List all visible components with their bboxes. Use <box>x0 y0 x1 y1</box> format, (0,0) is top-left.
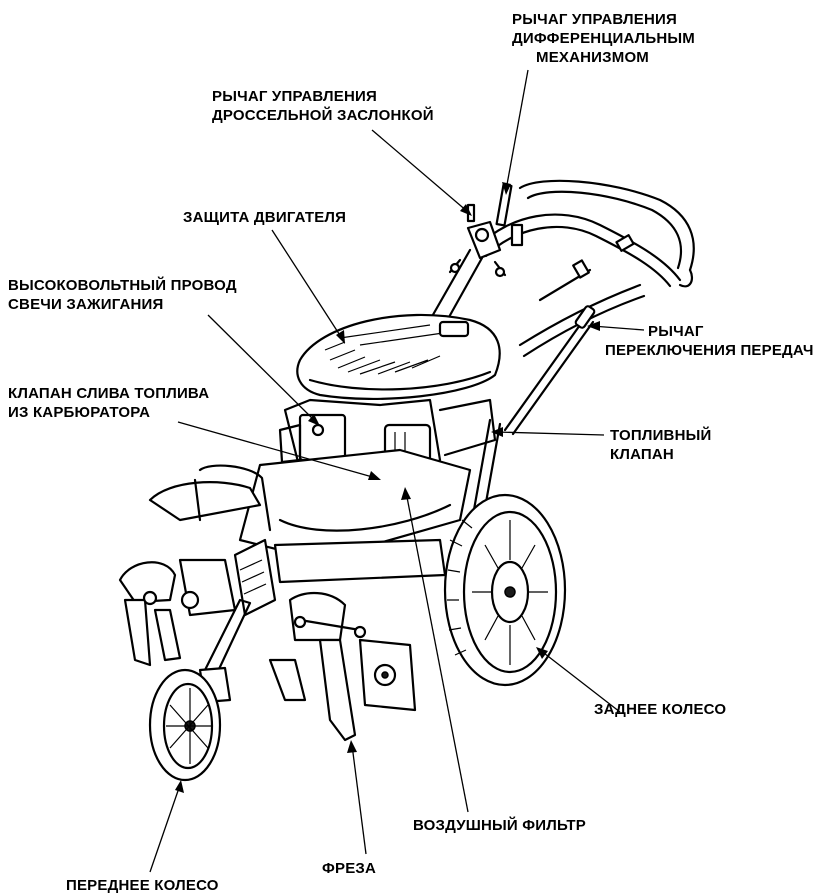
label-gear-lever-line2: ПЕРЕКЛЮЧЕНИЯ ПЕРЕДАЧ <box>605 342 814 359</box>
control-head <box>448 183 524 278</box>
label-carb-drain-line1: КЛАПАН СЛИВА ТОПЛИВА <box>8 385 209 402</box>
label-fuel-valve-line1: ТОПЛИВНЫЙ <box>610 426 711 444</box>
label-diff-lever-line3: МЕХАНИЗМОМ <box>536 49 649 66</box>
label-air-filter: ВОЗДУШНЫЙ ФИЛЬТР <box>413 816 586 834</box>
label-front-wheel: ПЕРЕДНЕЕ КОЛЕСО <box>66 877 219 894</box>
gear-shift-lever <box>503 305 596 436</box>
label-engine-guard: ЗАЩИТА ДВИГАТЕЛЯ <box>183 209 346 226</box>
label-tiller: ФРЕЗА <box>322 860 376 877</box>
leader-lines <box>149 69 645 873</box>
label-rear-wheel: ЗАДНЕЕ КОЛЕСО <box>594 701 726 718</box>
callout-labels: РЫЧАГ УПРАВЛЕНИЯ ДИФФЕРЕНЦИАЛЬНЫМ МЕХАНИ… <box>8 11 814 894</box>
handlebar <box>428 179 695 358</box>
label-throttle-line2: ДРОССЕЛЬНОЙ ЗАСЛОНКОЙ <box>212 106 434 124</box>
rear-wheel <box>443 493 567 687</box>
label-gear-lever-line1: РЫЧАГ <box>648 323 704 340</box>
label-spark-wire-line1: ВЫСОКОВОЛЬТНЫЙ ПРОВОД <box>8 276 237 294</box>
tiller-tines <box>118 538 417 742</box>
label-diff-lever-line1: РЫЧАГ УПРАВЛЕНИЯ <box>512 11 677 28</box>
label-fuel-valve-line2: КЛАПАН <box>610 446 674 463</box>
tiller-illustration <box>118 179 695 782</box>
label-diff-lever-line2: ДИФФЕРЕНЦИАЛЬНЫМ <box>512 30 695 47</box>
label-throttle-line1: РЫЧАГ УПРАВЛЕНИЯ <box>212 88 377 105</box>
label-carb-drain-line2: ИЗ КАРБЮРАТОРА <box>8 404 150 421</box>
front-wheel <box>148 598 252 782</box>
engine <box>278 313 501 487</box>
label-spark-wire-line2: СВЕЧИ ЗАЖИГАНИЯ <box>8 296 164 313</box>
